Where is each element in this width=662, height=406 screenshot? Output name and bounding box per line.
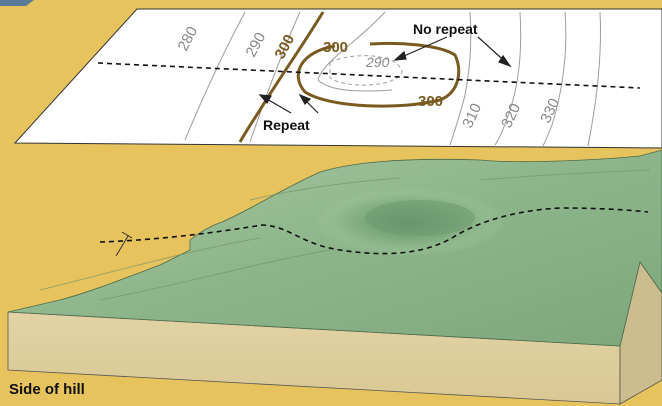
label-300-b: 300 — [323, 39, 348, 56]
no-repeat-label: No repeat — [413, 21, 478, 37]
caption-label: Side of hill — [9, 381, 85, 398]
hollow-center — [365, 200, 475, 236]
contour-map-sheet — [15, 9, 662, 148]
corner-tab — [0, 0, 34, 6]
terrain-surface — [8, 150, 662, 346]
repeat-label: Repeat — [263, 117, 310, 133]
terrain-marker — [116, 232, 132, 256]
label-290-inner: 290 — [365, 54, 390, 70]
label-300-c: 300 — [418, 93, 443, 110]
